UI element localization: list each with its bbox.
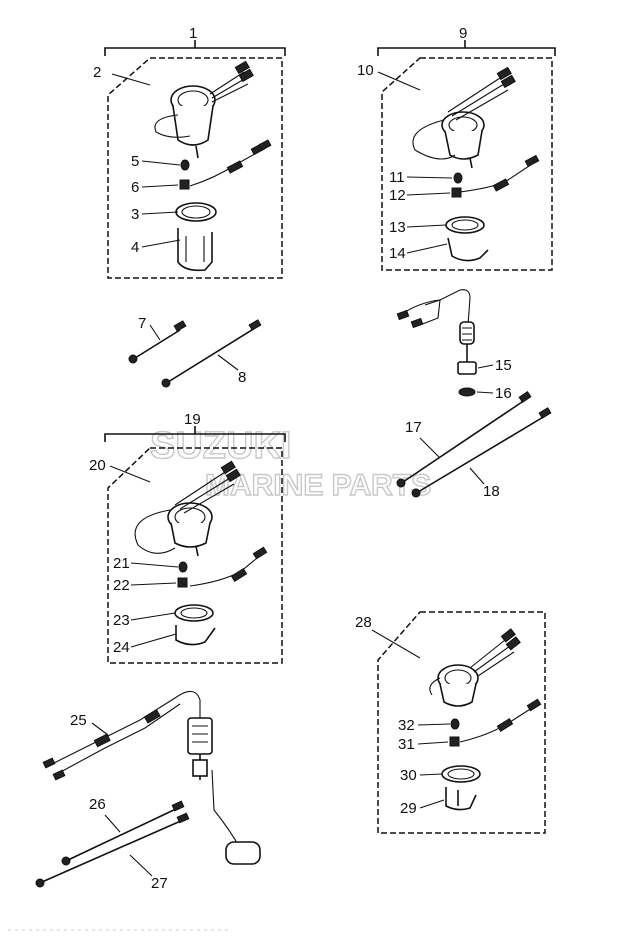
watermark: SUZUKI MARINE PARTS	[149, 424, 432, 502]
callout-17: 17	[405, 419, 422, 436]
callout-13: 13	[389, 219, 406, 236]
callout-16: 16	[495, 385, 512, 402]
callout-12: 12	[389, 187, 406, 204]
callout-11: 11	[389, 169, 405, 186]
callout-23: 23	[113, 612, 130, 629]
callout-10: 10	[357, 62, 374, 79]
callout-31: 31	[398, 736, 415, 753]
gauge-2	[154, 60, 254, 159]
cables-17-18: 17 18	[396, 391, 552, 500]
watermark-subtitle: MARINE PARTS	[205, 469, 431, 502]
callout-4: 4	[131, 239, 139, 256]
cables-7-8: 7 8	[128, 315, 262, 388]
watermark-brand: SUZUKI	[150, 425, 291, 467]
group-9-assembly: 9 10 11 12 13 14	[357, 25, 556, 271]
callout-1: 1	[189, 25, 197, 42]
callout-15: 15	[495, 357, 512, 374]
harness-25: 25	[42, 690, 261, 865]
callout-26: 26	[89, 796, 106, 813]
callout-5: 5	[131, 153, 139, 170]
gauge-10	[412, 66, 516, 169]
callout-19: 19	[184, 411, 201, 428]
callout-21: 21	[113, 555, 130, 572]
cables-26-27: 26 27	[35, 796, 190, 892]
gauge-20	[134, 460, 241, 557]
group-1-assembly: 1 2 5 6 3 4	[93, 25, 286, 279]
callout-25: 25	[70, 712, 87, 729]
callout-2: 2	[93, 64, 101, 81]
gauge-28	[429, 628, 521, 707]
callout-6: 6	[131, 179, 139, 196]
callout-20: 20	[89, 457, 106, 474]
callout-27: 27	[151, 875, 168, 892]
sender-15-16: 15 16	[396, 289, 512, 402]
callout-7: 7	[138, 315, 146, 332]
callout-29: 29	[400, 800, 417, 817]
callout-32: 32	[398, 717, 415, 734]
callout-24: 24	[113, 639, 130, 656]
callout-14: 14	[389, 245, 406, 262]
callout-30: 30	[400, 767, 417, 784]
callout-28: 28	[355, 614, 372, 631]
callout-22: 22	[113, 577, 130, 594]
group-28-assembly: 28 32 31 30 29	[355, 611, 546, 834]
callout-3: 3	[131, 206, 139, 223]
callout-18: 18	[483, 483, 500, 500]
callout-9: 9	[459, 25, 467, 42]
group-19-assembly: 19 20 21 22 23 24	[89, 411, 286, 664]
callout-8: 8	[238, 369, 246, 386]
